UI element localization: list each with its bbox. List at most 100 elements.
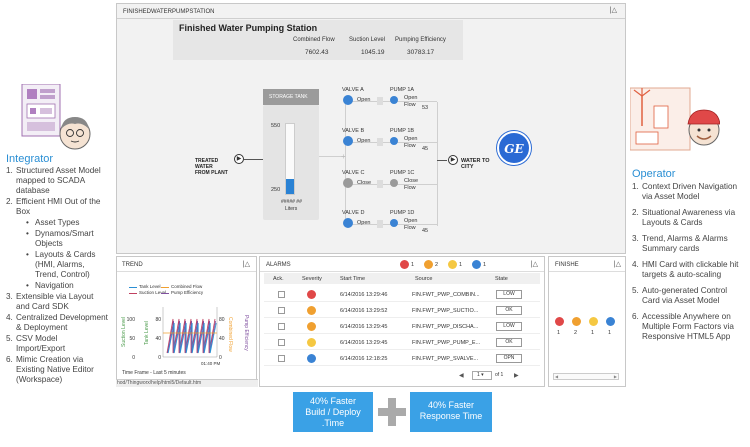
- ack-checkbox[interactable]: [278, 339, 285, 346]
- pump-flow-label: Flow: [404, 185, 416, 191]
- tick-label: 40: [219, 336, 225, 342]
- tick-label: 0: [158, 355, 161, 361]
- pump-icon[interactable]: [390, 137, 398, 145]
- alarm-state-button[interactable]: OK: [496, 338, 522, 347]
- alarm-state-button[interactable]: LOW: [496, 290, 522, 299]
- item-number: 5.: [6, 334, 13, 343]
- stat-value: 1045.19: [361, 49, 385, 56]
- finished-scrollbar[interactable]: ◀ ▶: [553, 373, 619, 380]
- severity-icon[interactable]: [424, 260, 433, 269]
- tank-unit: Liters: [285, 206, 298, 212]
- pump-icon[interactable]: [390, 179, 398, 187]
- alarm-state-button[interactable]: OK: [496, 306, 522, 315]
- pump-icon[interactable]: [390, 96, 398, 104]
- outlet-arrow-icon: ▶: [448, 155, 458, 165]
- trend-pin-icon[interactable]: |△: [242, 261, 250, 268]
- finished-pin-icon[interactable]: |△: [613, 261, 621, 268]
- pump-name: PUMP 1C: [390, 170, 415, 176]
- valve-icon[interactable]: [343, 178, 353, 188]
- scroll-left-icon[interactable]: ◀: [555, 374, 559, 379]
- scroll-right-icon[interactable]: ▶: [613, 374, 617, 379]
- item-number: 6.: [6, 355, 13, 364]
- item-text: HMI Card with clickable hit targets & au…: [642, 260, 739, 279]
- station-summary: Finished Water Pumping Station Combined …: [173, 20, 463, 60]
- ack-checkbox[interactable]: [278, 307, 285, 314]
- severity-icon[interactable]: [555, 317, 564, 326]
- legend-label: Tank Level: [139, 284, 161, 289]
- pump-name: PUMP 1A: [390, 87, 415, 93]
- severity-icon: [307, 290, 316, 299]
- alarm-source: FIN.FWT_PWP_SVALVE...: [412, 356, 479, 362]
- finished-title: FINISHE: [555, 262, 579, 268]
- valve-name: VALVE B: [342, 128, 365, 134]
- next-page-icon[interactable]: ▶: [514, 373, 519, 379]
- column-header[interactable]: Source: [415, 276, 433, 282]
- severity-icon[interactable]: [606, 317, 615, 326]
- column-header[interactable]: Severity: [302, 276, 322, 282]
- pump-name: PUMP 1B: [390, 128, 415, 134]
- severity-icon[interactable]: [400, 260, 409, 269]
- storage-tank[interactable]: 550 250 ##### ## Liters: [263, 105, 319, 220]
- alarms-pin-icon[interactable]: |△: [530, 261, 538, 268]
- column-header[interactable]: Ack.: [273, 276, 284, 282]
- tank-max-label: 550: [271, 123, 281, 129]
- ack-checkbox[interactable]: [278, 323, 285, 330]
- item-number: 2.: [6, 197, 13, 206]
- plus-icon: [378, 398, 406, 426]
- pump-flow-value: 53: [422, 105, 429, 111]
- item-text: CSV Model Import/Export: [16, 334, 66, 353]
- ge-logo: GE: [497, 131, 531, 165]
- item-text: Mimic Creation via Existing Native Edito…: [16, 355, 94, 384]
- tick-label: 100: [127, 317, 136, 323]
- severity-icon[interactable]: [472, 260, 481, 269]
- trend-series-line: [167, 322, 217, 354]
- valve-state: Open: [357, 138, 371, 144]
- operator-item: 2.Situational Awareness via Layouts & Ca…: [632, 208, 746, 228]
- item-text: Trend, Alarms & Alarms Summary cards: [642, 234, 728, 253]
- valve-icon[interactable]: [343, 136, 353, 146]
- item-number: 6.: [632, 312, 639, 321]
- item-text: Situational Awareness via Layouts & Card…: [642, 208, 736, 227]
- prev-page-icon[interactable]: ◀: [459, 373, 464, 379]
- alarm-start-time: 6/14/2016 13:29:45: [340, 340, 388, 346]
- alarm-state-button[interactable]: OPN: [496, 354, 522, 363]
- trend-series-line: [166, 318, 216, 354]
- item-number: 4.: [6, 313, 13, 322]
- valve-state: Open: [357, 97, 371, 103]
- pin-icon[interactable]: |△: [609, 7, 617, 14]
- sub-item: •Layouts & Cards (HMI, Alarms, Trend, Co…: [26, 250, 108, 280]
- severity-icon[interactable]: [589, 317, 598, 326]
- pump-icon[interactable]: [390, 219, 398, 227]
- pump-flow-label: Flow: [404, 225, 416, 231]
- valve-icon[interactable]: [343, 95, 353, 105]
- legend-label: Combined Flow: [171, 284, 203, 289]
- hmi-frame-title: FINISHEDWATERPUMPSTATION: [123, 9, 215, 15]
- alarm-state-button[interactable]: LOW: [496, 322, 522, 331]
- page-select[interactable]: 1 ▾: [472, 371, 492, 380]
- pump-state: Close: [404, 178, 419, 184]
- ack-checkbox[interactable]: [278, 291, 285, 298]
- alarm-source: FIN.FWT_PWP_SUCTIO...: [412, 308, 479, 314]
- column-header[interactable]: State: [495, 276, 508, 282]
- item-text: Auto-generated Control Card via Asset Mo…: [642, 286, 728, 305]
- ack-checkbox[interactable]: [278, 355, 285, 362]
- sub-item: •Asset Types: [26, 218, 108, 228]
- valve-icon[interactable]: [343, 218, 353, 228]
- tick-label: 0: [132, 355, 135, 361]
- build-deploy-callout: 40% Faster Build / Deploy .Time: [293, 392, 373, 432]
- item-text: Structured Asset Model mapped to SCADA d…: [16, 166, 101, 195]
- column-header[interactable]: Start Time: [340, 276, 366, 282]
- integrator-list: 1.Structured Asset Model mapped to SCADA…: [6, 166, 108, 386]
- severity-icon[interactable]: [572, 317, 581, 326]
- legend-label: Suction Level: [139, 290, 167, 295]
- tick-label: 80: [155, 317, 161, 323]
- integrator-item: 2.Efficient HMI Out of the Box•Asset Typ…: [6, 197, 108, 291]
- severity-count: 1: [459, 262, 463, 268]
- severity-icon[interactable]: [448, 260, 457, 269]
- tank-value: ##### ##: [281, 199, 302, 205]
